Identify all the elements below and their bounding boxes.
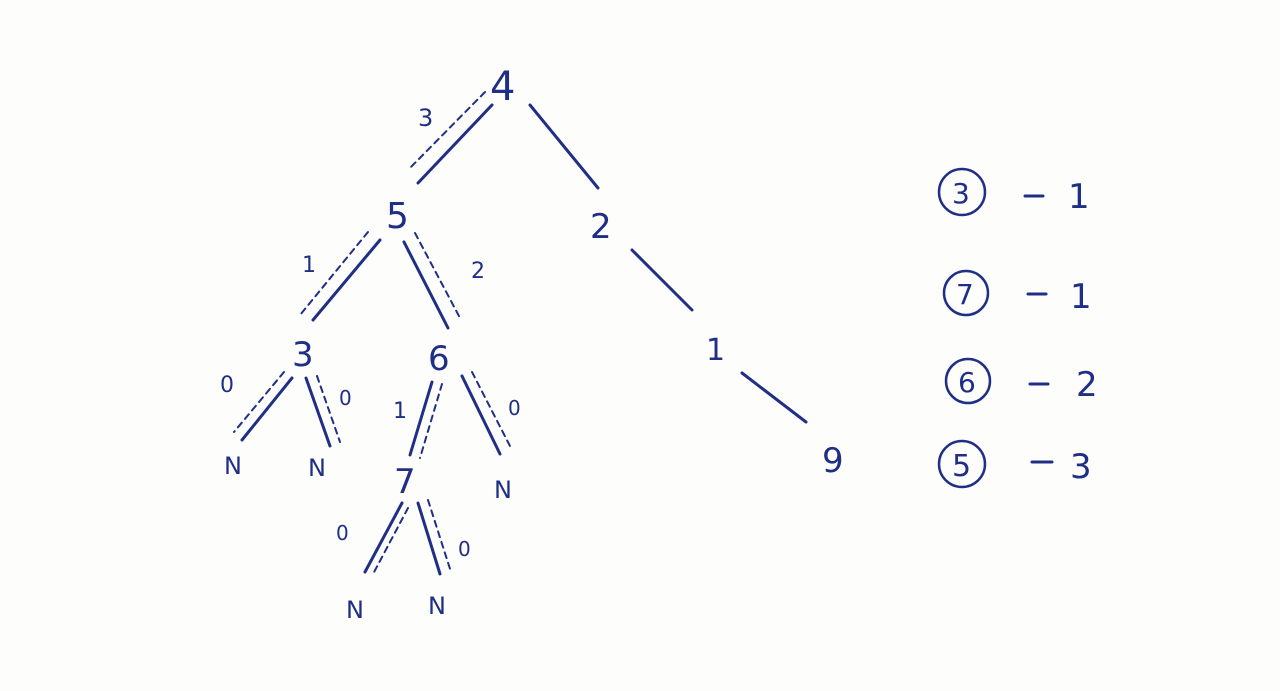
edge-7-null-right-dashed	[427, 499, 452, 573]
edge-label-6-7: 1	[393, 399, 407, 424]
legend-node: 6	[958, 366, 976, 399]
node-9: 9	[822, 441, 844, 481]
edge-label-3-null-right: 0	[339, 386, 352, 410]
null-node: N	[224, 452, 242, 480]
edge-label-7-null-right: 0	[458, 537, 471, 561]
edge-3-null-right-dashed	[316, 375, 341, 443]
edge-3-null-left	[240, 376, 294, 442]
legend-item: 7 1	[942, 269, 1092, 317]
null-node: N	[494, 476, 512, 504]
node-3: 3	[292, 335, 314, 375]
edge-4-5	[416, 103, 494, 185]
edge-5-3	[311, 238, 382, 322]
edge-5-6-dashed	[414, 232, 461, 319]
legend-node: 3	[952, 177, 970, 210]
edge-label-5-6: 2	[471, 259, 485, 284]
legend-value: 1	[1070, 277, 1092, 317]
edge-label-3-null-left: 0	[220, 373, 234, 398]
node-5: 5	[386, 196, 409, 237]
edge-6-null-right-dashed	[471, 371, 513, 451]
edge-label-4-5: 3	[418, 104, 433, 132]
legend-node: 7	[956, 278, 974, 311]
legend-node-circle	[942, 269, 990, 317]
node-1: 1	[706, 333, 725, 368]
legend-value: 3	[1070, 447, 1092, 487]
null-node: N	[308, 454, 326, 482]
edge-5-3-dashed	[299, 231, 369, 316]
edge-2-1	[630, 248, 694, 312]
edge-6-null-right	[460, 374, 502, 456]
legend-item: 6 2	[944, 357, 1098, 405]
edge-4-5-dashed	[407, 91, 486, 171]
tree-nodes: 4 5 2 3 6 1 9 7 N N N N N	[224, 64, 844, 624]
edge-3-null-right	[304, 376, 332, 448]
edge-6-7	[408, 380, 434, 457]
edge-labels: 3 1 2 0 0 1 0 0 0	[220, 104, 521, 561]
node-2: 2	[590, 207, 612, 247]
edge-5-6	[402, 240, 450, 330]
edge-7-null-left	[363, 501, 404, 574]
null-node: N	[346, 596, 364, 624]
edge-label-7-null-left: 0	[336, 521, 349, 545]
legend-value: 1	[1068, 177, 1090, 217]
legend-node-circle	[937, 439, 987, 489]
legend-node-circle	[944, 357, 992, 405]
legend-item: 5 3	[937, 439, 1092, 489]
null-node: N	[428, 592, 446, 620]
legend-value: 2	[1076, 365, 1098, 405]
edge-label-5-3: 1	[302, 253, 316, 278]
tree-edges	[233, 91, 808, 577]
edge-label-6-null-right: 0	[508, 396, 521, 420]
edge-1-9	[740, 371, 808, 424]
node-root: 4	[490, 64, 515, 110]
legend-item: 3 1	[937, 167, 1090, 217]
legend: 3 1 7 1 6 2 5 3	[937, 167, 1098, 489]
node-6: 6	[428, 339, 450, 379]
edge-3-null-left-dashed	[233, 371, 285, 433]
edge-6-7-dashed	[419, 383, 443, 459]
legend-node-circle	[937, 167, 987, 217]
edge-4-2	[528, 103, 600, 190]
node-7: 7	[394, 462, 416, 502]
edge-7-null-left-dashed	[371, 507, 409, 577]
edge-7-null-right	[416, 501, 442, 576]
legend-node: 5	[952, 449, 971, 484]
